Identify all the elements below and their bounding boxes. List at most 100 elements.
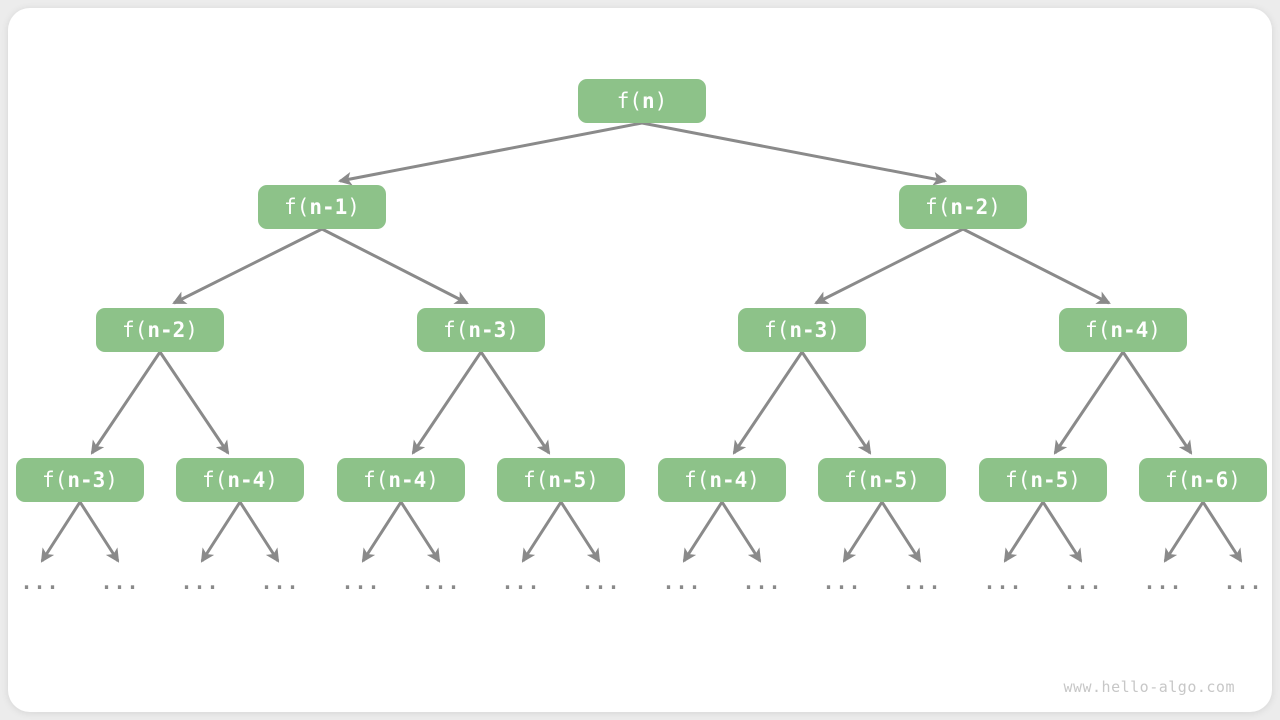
node-label-close: ) xyxy=(988,195,1001,219)
ellipsis: ... xyxy=(822,570,862,594)
ellipsis: ... xyxy=(260,570,300,594)
node-label-arg: n-3 xyxy=(789,318,828,342)
tree-node: f(n-2) xyxy=(899,185,1027,229)
node-label-arg: n-4 xyxy=(709,468,748,492)
edge xyxy=(842,501,884,563)
node-label-prefix: f( xyxy=(363,468,389,492)
node-label-prefix: f( xyxy=(122,318,148,342)
ellipsis: ... xyxy=(421,570,461,594)
ellipsis: ... xyxy=(20,570,60,594)
ellipsis: ... xyxy=(341,570,381,594)
node-label-arg: n-6 xyxy=(1190,468,1229,492)
edge xyxy=(200,501,242,563)
ellipsis: ... xyxy=(1143,570,1183,594)
ellipsis: ... xyxy=(501,570,541,594)
node-label-close: ) xyxy=(747,468,760,492)
tree-node: f(n-4) xyxy=(1059,308,1187,352)
ellipsis: ... xyxy=(662,570,702,594)
ellipsis: ... xyxy=(180,570,220,594)
edge xyxy=(321,227,469,305)
ellipsis: ... xyxy=(983,570,1023,594)
edge xyxy=(1121,351,1193,455)
node-label-close: ) xyxy=(426,468,439,492)
edge xyxy=(1003,501,1045,563)
node-label-prefix: f( xyxy=(764,318,790,342)
edge xyxy=(158,351,230,455)
edge xyxy=(800,351,872,455)
node-label-arg: n-4 xyxy=(388,468,427,492)
node-label-arg: n-1 xyxy=(309,195,348,219)
node-label-prefix: f( xyxy=(925,195,951,219)
node-label-prefix: f( xyxy=(684,468,710,492)
tree-node: f(n-4) xyxy=(176,458,304,502)
edge xyxy=(399,501,441,563)
node-label-arg: n-5 xyxy=(869,468,908,492)
tree-node: f(n-4) xyxy=(658,458,786,502)
tree-node: f(n-1) xyxy=(258,185,386,229)
edge xyxy=(962,227,1111,305)
edge xyxy=(1041,501,1083,563)
edge xyxy=(814,227,964,305)
edge xyxy=(40,501,82,563)
tree-node: f(n-3) xyxy=(16,458,144,502)
edge xyxy=(1201,501,1243,563)
edge xyxy=(720,501,762,563)
tree-node: f(n-3) xyxy=(738,308,866,352)
node-label-prefix: f( xyxy=(443,318,469,342)
edge xyxy=(411,351,483,455)
node-label-close: ) xyxy=(506,318,519,342)
tree-node: f(n-5) xyxy=(979,458,1107,502)
tree-node: f(n) xyxy=(578,79,706,123)
tree-node: f(n-2) xyxy=(96,308,224,352)
node-label-close: ) xyxy=(1068,468,1081,492)
node-label-arg: n-2 xyxy=(147,318,186,342)
node-label-close: ) xyxy=(347,195,360,219)
edge xyxy=(1163,501,1205,563)
tree-node: f(n-6) xyxy=(1139,458,1267,502)
node-label-prefix: f( xyxy=(42,468,68,492)
tree-edges xyxy=(40,121,1243,563)
edge xyxy=(1053,351,1125,455)
edge xyxy=(479,351,551,455)
edge xyxy=(641,121,948,186)
node-label-arg: n-4 xyxy=(227,468,266,492)
node-label-close: ) xyxy=(586,468,599,492)
node-label-arg: n-5 xyxy=(1030,468,1069,492)
node-label-arg: n-3 xyxy=(67,468,106,492)
node-label-prefix: f( xyxy=(844,468,870,492)
node-label-arg: n-4 xyxy=(1110,318,1149,342)
node-label-close: ) xyxy=(907,468,920,492)
edge xyxy=(90,351,162,455)
edge xyxy=(682,501,724,563)
node-label-prefix: f( xyxy=(616,89,642,113)
diagram-card xyxy=(8,8,1272,712)
edge xyxy=(337,121,643,186)
node-label-prefix: f( xyxy=(284,195,310,219)
node-label-close: ) xyxy=(827,318,840,342)
ellipsis: ... xyxy=(1223,570,1263,594)
ellipsis: ... xyxy=(1063,570,1103,594)
edge xyxy=(78,501,120,563)
node-label-arg: n xyxy=(641,89,655,113)
edge xyxy=(361,501,403,563)
edge xyxy=(238,501,280,563)
node-label-prefix: f( xyxy=(1085,318,1111,342)
node-label-prefix: f( xyxy=(1005,468,1031,492)
edge xyxy=(521,501,563,563)
ellipsis: ... xyxy=(742,570,782,594)
tree-node: f(n-4) xyxy=(337,458,465,502)
node-label-arg: n-2 xyxy=(950,195,989,219)
node-label-close: ) xyxy=(185,318,198,342)
node-label-close: ) xyxy=(1228,468,1241,492)
ellipsis: ... xyxy=(100,570,140,594)
edge xyxy=(880,501,922,563)
node-label-prefix: f( xyxy=(1165,468,1191,492)
tree-node: f(n-5) xyxy=(497,458,625,502)
edge xyxy=(732,351,804,455)
ellipsis: ... xyxy=(902,570,942,594)
edge xyxy=(172,227,323,305)
node-label-prefix: f( xyxy=(202,468,228,492)
tree-node: f(n-3) xyxy=(417,308,545,352)
